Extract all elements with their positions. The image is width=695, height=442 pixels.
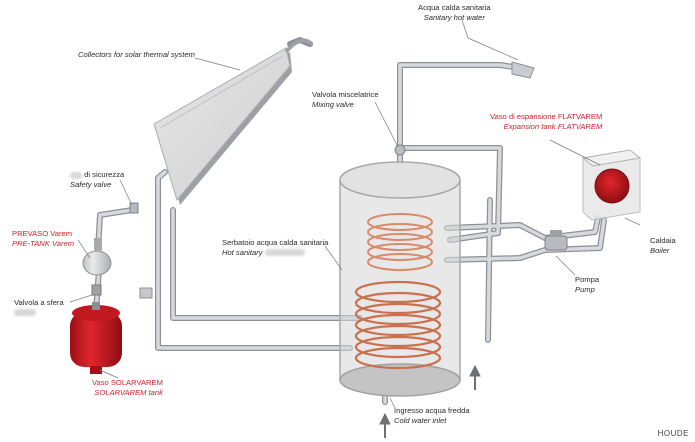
label-safety-valve: di sicurezza Safety valve: [70, 170, 124, 189]
pump: [544, 230, 568, 251]
solarvarem-tank: [70, 302, 122, 374]
label-hot-water-en: Sanitary hot water: [423, 12, 485, 22]
leader-lines: [69, 19, 641, 409]
label-prevaso: PREVASO Varem PRE-TANK Varem: [12, 229, 74, 248]
label-prevaso-en: PRE-TANK Varem: [12, 238, 75, 248]
label-pump-it: Pompa: [575, 275, 600, 284]
label-ball-valve-it: Valvola a sfera: [14, 298, 64, 307]
pipe-fitting: [139, 287, 153, 299]
shower-head: [511, 61, 535, 79]
safety-valve: [129, 202, 139, 214]
storage-tank: [339, 161, 461, 397]
label-cold-inlet: Ingresso acqua fredda Cold water inlet: [394, 406, 470, 425]
mixing-valve: [394, 144, 406, 156]
label-boiler: Caldaia Boiler: [650, 236, 676, 255]
label-expansion-it: Vaso di espansione FLATVAREM: [490, 112, 603, 121]
label-hot-water: Acqua calda sanitaria Sanitary hot water: [418, 3, 491, 22]
blurred-text: [264, 249, 305, 256]
label-mixing-valve-it: Valvola miscelatrice: [312, 90, 379, 99]
label-expansion-en: Expansion tank FLATVAREM: [503, 121, 603, 131]
ball-valve: [91, 284, 102, 296]
label-hot-water-it: Acqua calda sanitaria: [418, 3, 491, 12]
label-collectors-en: Collectors for solar thermal system: [78, 50, 195, 59]
label-cold-inlet-en: Cold water inlet: [394, 415, 447, 425]
watermark: HOUDE: [657, 429, 689, 438]
label-solarvarem: Vaso SOLARVAREM SOLARVAREM tank: [92, 378, 163, 397]
label-mixing-valve-en: Mixing valve: [312, 99, 354, 109]
upper-coil: [367, 213, 433, 271]
label-solarvarem-en: SOLARVAREM tank: [94, 387, 163, 397]
label-pump-en: Pump: [575, 284, 595, 294]
label-boiler-it: Caldaia: [650, 236, 676, 245]
pre-tank: [82, 238, 112, 276]
label-prevaso-it: PREVASO Varem: [12, 229, 73, 238]
blurred-text: [14, 309, 36, 316]
label-expansion-tank: Vaso di espansione FLATVAREM Expansion t…: [490, 112, 602, 131]
label-safety-valve-it: di sicurezza: [84, 170, 125, 179]
boiler: [581, 149, 642, 221]
label-mixing-valve: Valvola miscelatrice Mixing valve: [312, 90, 379, 109]
lower-coil: [354, 280, 442, 370]
label-storage-tank: Serbatoio acqua calda sanitaria Hot sani…: [222, 238, 328, 257]
blurred-text: [70, 171, 82, 179]
label-safety-valve-en: Safety valve: [70, 179, 112, 189]
flow-arrows: [379, 364, 481, 438]
label-solarvarem-it: Vaso SOLARVAREM: [92, 378, 163, 387]
label-pump: Pompa Pump: [575, 275, 599, 294]
label-storage-tank-it: Serbatoio acqua calda sanitaria: [222, 238, 329, 247]
label-cold-inlet-it: Ingresso acqua fredda: [394, 406, 470, 415]
label-collectors: Collectors for solar thermal system: [78, 50, 195, 60]
label-ball-valve: Valvola a sfera: [14, 298, 64, 317]
label-boiler-en: Boiler: [650, 245, 670, 255]
label-storage-tank-en: Hot sanitary: [222, 247, 263, 257]
solar-collector: [153, 38, 314, 205]
